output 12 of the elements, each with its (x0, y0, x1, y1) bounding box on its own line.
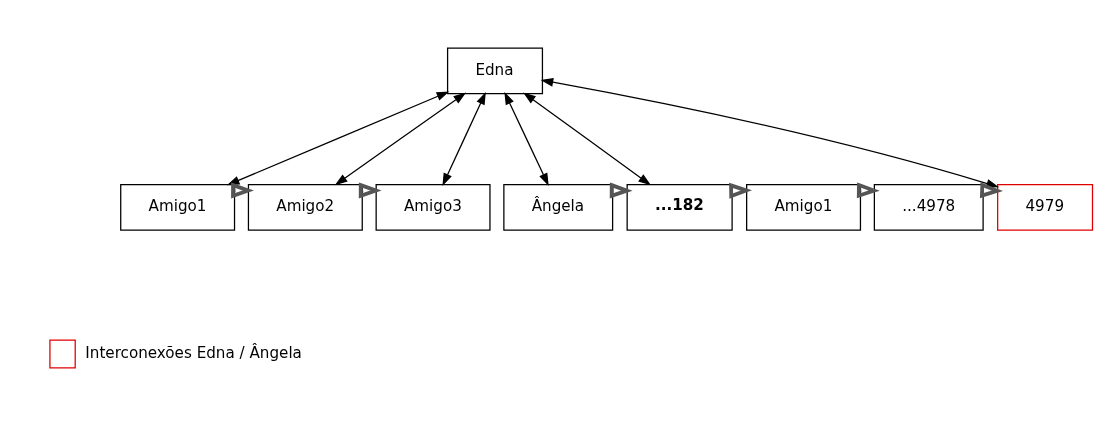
arrow (979, 181, 1003, 198)
node-box: 4979 (997, 183, 1094, 231)
arrow (504, 91, 549, 186)
arrow (358, 181, 382, 198)
node-box: Edna (446, 46, 544, 94)
node-box: Amigo3 (375, 183, 491, 231)
arrow (856, 181, 880, 198)
legend-label: Interconexões Edna / Ângela (85, 343, 302, 362)
arrow (442, 91, 486, 186)
arrow (334, 92, 467, 185)
arrow (226, 90, 450, 185)
arrow (523, 92, 651, 185)
